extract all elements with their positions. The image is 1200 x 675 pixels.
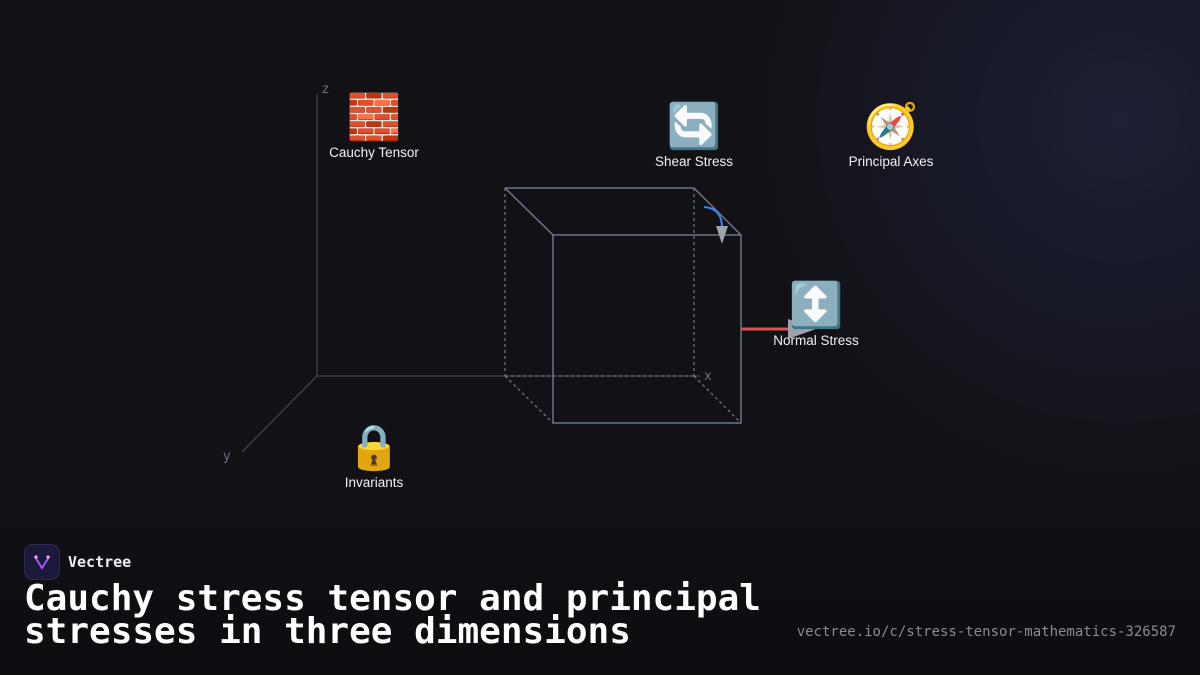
node-cauchy-tensor: 🧱 Cauchy Tensor: [329, 93, 419, 160]
shear-stress-arrow: [703, 206, 728, 244]
normal-stress-arrow: [741, 319, 816, 339]
vectree-logo-icon: [24, 544, 60, 580]
page-title: Cauchy stress tensor and principal stres…: [24, 578, 761, 652]
node-label: Invariants: [344, 475, 404, 490]
node-label: Shear Stress: [654, 154, 734, 169]
brand: Vectree: [24, 544, 131, 580]
node-label: Normal Stress: [773, 333, 859, 348]
node-shear-stress: 🔄 Shear Stress: [655, 102, 733, 169]
rotate-arrows-icon: 🔄: [666, 102, 722, 151]
source-url: vectree.io/c/stress-tensor-mathematics-3…: [796, 624, 1176, 640]
up-down-arrow-icon: ↕️: [788, 281, 844, 330]
node-label: Principal Axes: [848, 154, 934, 169]
node-invariants: 🔒 Invariants: [345, 423, 404, 490]
node-principal-axes: 🧭 Principal Axes: [849, 102, 934, 169]
node-label: Cauchy Tensor: [329, 145, 419, 160]
brick-icon: 🧱: [346, 93, 402, 142]
y-axis-label: y: [223, 449, 231, 464]
cube-visible-edges: [504, 187, 742, 424]
cube-hidden-edges: [504, 188, 742, 424]
x-axis-label: x: [704, 369, 712, 384]
compass-icon: 🧭: [863, 102, 919, 151]
z-axis-label: z: [322, 82, 329, 97]
brand-name: Vectree: [68, 553, 132, 571]
node-normal-stress: ↕️ Normal Stress: [773, 281, 859, 348]
y-axis: [241, 375, 318, 453]
lock-icon: 🔒: [346, 423, 402, 472]
